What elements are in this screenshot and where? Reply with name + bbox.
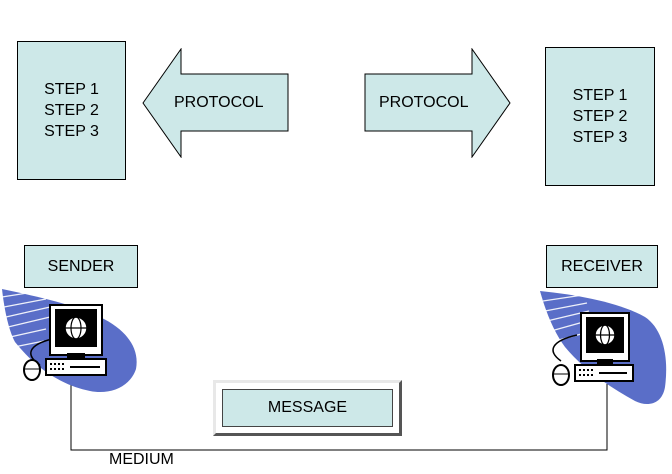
receiver-label-box: RECEIVER	[546, 245, 658, 288]
sender-step-1: STEP 1	[44, 81, 99, 98]
message-box-inner: MESSAGE	[222, 389, 393, 427]
message-label: MESSAGE	[267, 399, 348, 416]
globe-icon	[64, 316, 88, 340]
sender-steps-box: STEP 1 STEP 2 STEP 3	[17, 41, 126, 180]
receiver-step-2: STEP 2	[572, 108, 628, 125]
receiver-computer	[525, 287, 670, 409]
right-arrow-shape	[364, 48, 511, 158]
computer-icon	[540, 291, 667, 405]
medium-label: MEDIUM	[109, 451, 174, 468]
left-protocol-label: PROTOCOL	[174, 94, 264, 111]
sender-label-box: SENDER	[24, 245, 138, 288]
receiver-step-1: STEP 1	[572, 87, 628, 104]
right-protocol-label: PROTOCOL	[379, 94, 469, 111]
mouse-icon	[23, 359, 41, 381]
sender-computer	[0, 287, 145, 397]
sender-label: SENDER	[47, 257, 115, 275]
computer-icon	[1, 289, 137, 393]
right-protocol-arrow: PROTOCOL	[364, 48, 512, 158]
sender-step-3: STEP 3	[44, 123, 99, 140]
left-arrow-shape	[142, 48, 289, 158]
globe-icon	[594, 324, 616, 346]
mouse-icon	[552, 364, 570, 386]
receiver-step-3: STEP 3	[572, 129, 628, 146]
sender-step-2: STEP 2	[44, 102, 99, 119]
receiver-label: RECEIVER	[561, 257, 643, 275]
message-box: MESSAGE	[213, 380, 402, 436]
left-protocol-arrow: PROTOCOL	[142, 48, 290, 158]
receiver-steps-box: STEP 1 STEP 2 STEP 3	[545, 47, 655, 186]
